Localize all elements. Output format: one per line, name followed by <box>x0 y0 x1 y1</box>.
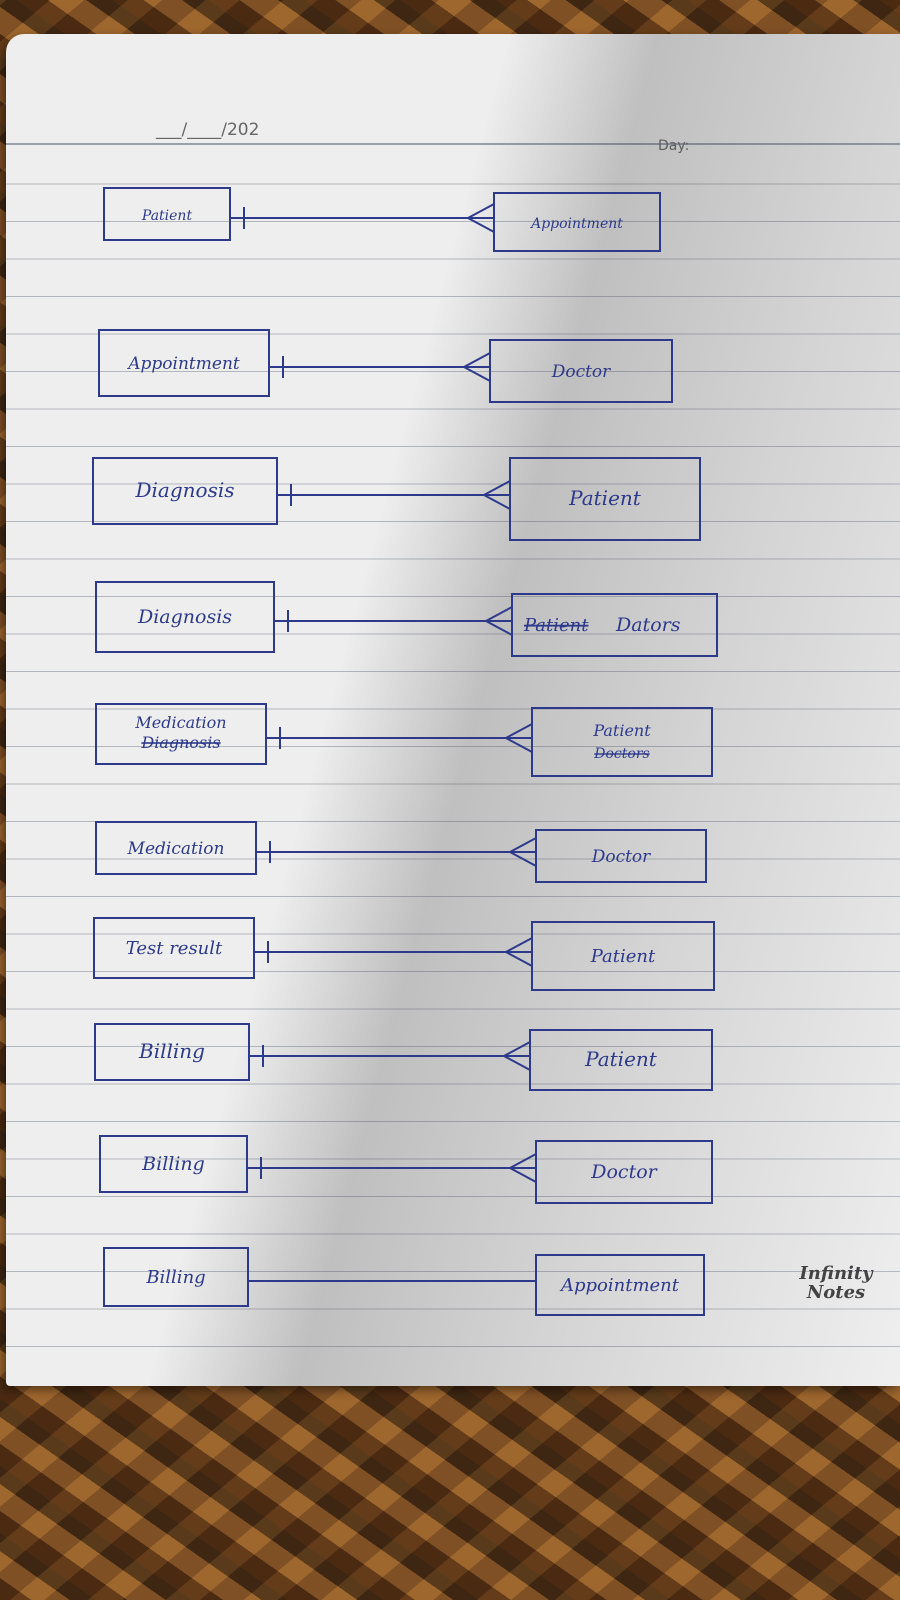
right-entity-label: Doctor <box>590 1161 658 1183</box>
brand-line-2: Notes <box>806 1282 866 1303</box>
left-entity-label: Test result <box>126 938 223 959</box>
right-struck-label: Doctors <box>593 746 649 762</box>
left-entity-label: Billing <box>138 1039 205 1063</box>
date-field: ___/____/202 <box>156 120 260 140</box>
left-entity-box <box>94 1023 250 1081</box>
brand-logo: Infinity Notes <box>786 1264 886 1302</box>
left-entity-box <box>103 187 231 241</box>
right-entity-label: Patient <box>590 946 656 967</box>
many-cardinality-mark <box>505 937 533 967</box>
left-entity-label: Diagnosis <box>137 606 232 628</box>
left-entity-label: Medication <box>134 713 226 732</box>
right-entity-label: Patient <box>584 1047 658 1071</box>
relationship-row: Medication Doctor <box>95 821 707 883</box>
many-cardinality-mark <box>503 1041 531 1071</box>
many-cardinality-mark <box>483 480 511 510</box>
left-entity-label: Billing <box>141 1153 205 1175</box>
relationship-row: Billing Patient <box>94 1023 713 1091</box>
relationship-row: Diagnosis Patient <box>92 457 701 541</box>
left-entity-box <box>95 581 275 653</box>
many-cardinality-mark <box>467 203 495 233</box>
many-cardinality-mark <box>505 723 533 753</box>
right-entity-box <box>531 707 713 777</box>
left-struck-label: Diagnosis <box>140 733 220 752</box>
left-entity-label: Patient <box>141 208 193 224</box>
brand-line-1: Infinity <box>799 1263 873 1284</box>
many-cardinality-mark <box>509 837 537 867</box>
left-entity-label: Diagnosis <box>134 478 234 502</box>
relationship-row: Billing Appointment <box>103 1247 705 1316</box>
right-entity-box <box>493 192 661 252</box>
left-entity-box <box>92 457 278 525</box>
right-entity-box <box>529 1029 713 1091</box>
relationship-row: Appointment Doctor <box>98 329 673 403</box>
right-entity-box <box>489 339 673 403</box>
left-entity-box <box>98 329 270 397</box>
ruled-lines <box>6 143 900 1347</box>
right-entity-label: Patient <box>592 721 651 740</box>
right-entity-label: Appointment <box>559 1275 680 1296</box>
right-entity-box <box>511 593 718 657</box>
relationship-row: Billing Doctor <box>99 1135 713 1204</box>
right-entity-label: Appointment <box>529 216 623 232</box>
relationship-row: Diagnosis Patient Dators <box>95 581 718 657</box>
right-entity-label: Doctor <box>591 847 651 867</box>
left-entity-box <box>93 917 255 979</box>
right-entity-box <box>531 921 715 991</box>
left-entity-box <box>95 821 257 875</box>
right-struck-label: Patient <box>523 615 589 636</box>
right-entity-box <box>509 457 701 541</box>
many-cardinality-mark <box>463 352 491 382</box>
right-entity-box <box>535 829 707 883</box>
right-entity-label: Dators <box>615 614 681 636</box>
right-entity-box <box>535 1140 713 1204</box>
left-entity-box <box>99 1135 248 1193</box>
many-cardinality-mark <box>509 1153 537 1183</box>
relationship-row: Test result Patient <box>93 917 715 991</box>
day-field: Day: <box>658 138 690 154</box>
left-entity-box <box>95 703 267 765</box>
right-entity-label: Doctor <box>551 362 611 382</box>
left-entity-label: Medication <box>127 839 225 859</box>
right-entity-box <box>535 1254 705 1316</box>
left-entity-label: Appointment <box>126 354 240 374</box>
left-entity-box <box>103 1247 249 1307</box>
left-entity-label: Billing <box>145 1267 205 1288</box>
right-entity-label: Patient <box>568 486 642 510</box>
many-cardinality-mark <box>485 606 513 636</box>
